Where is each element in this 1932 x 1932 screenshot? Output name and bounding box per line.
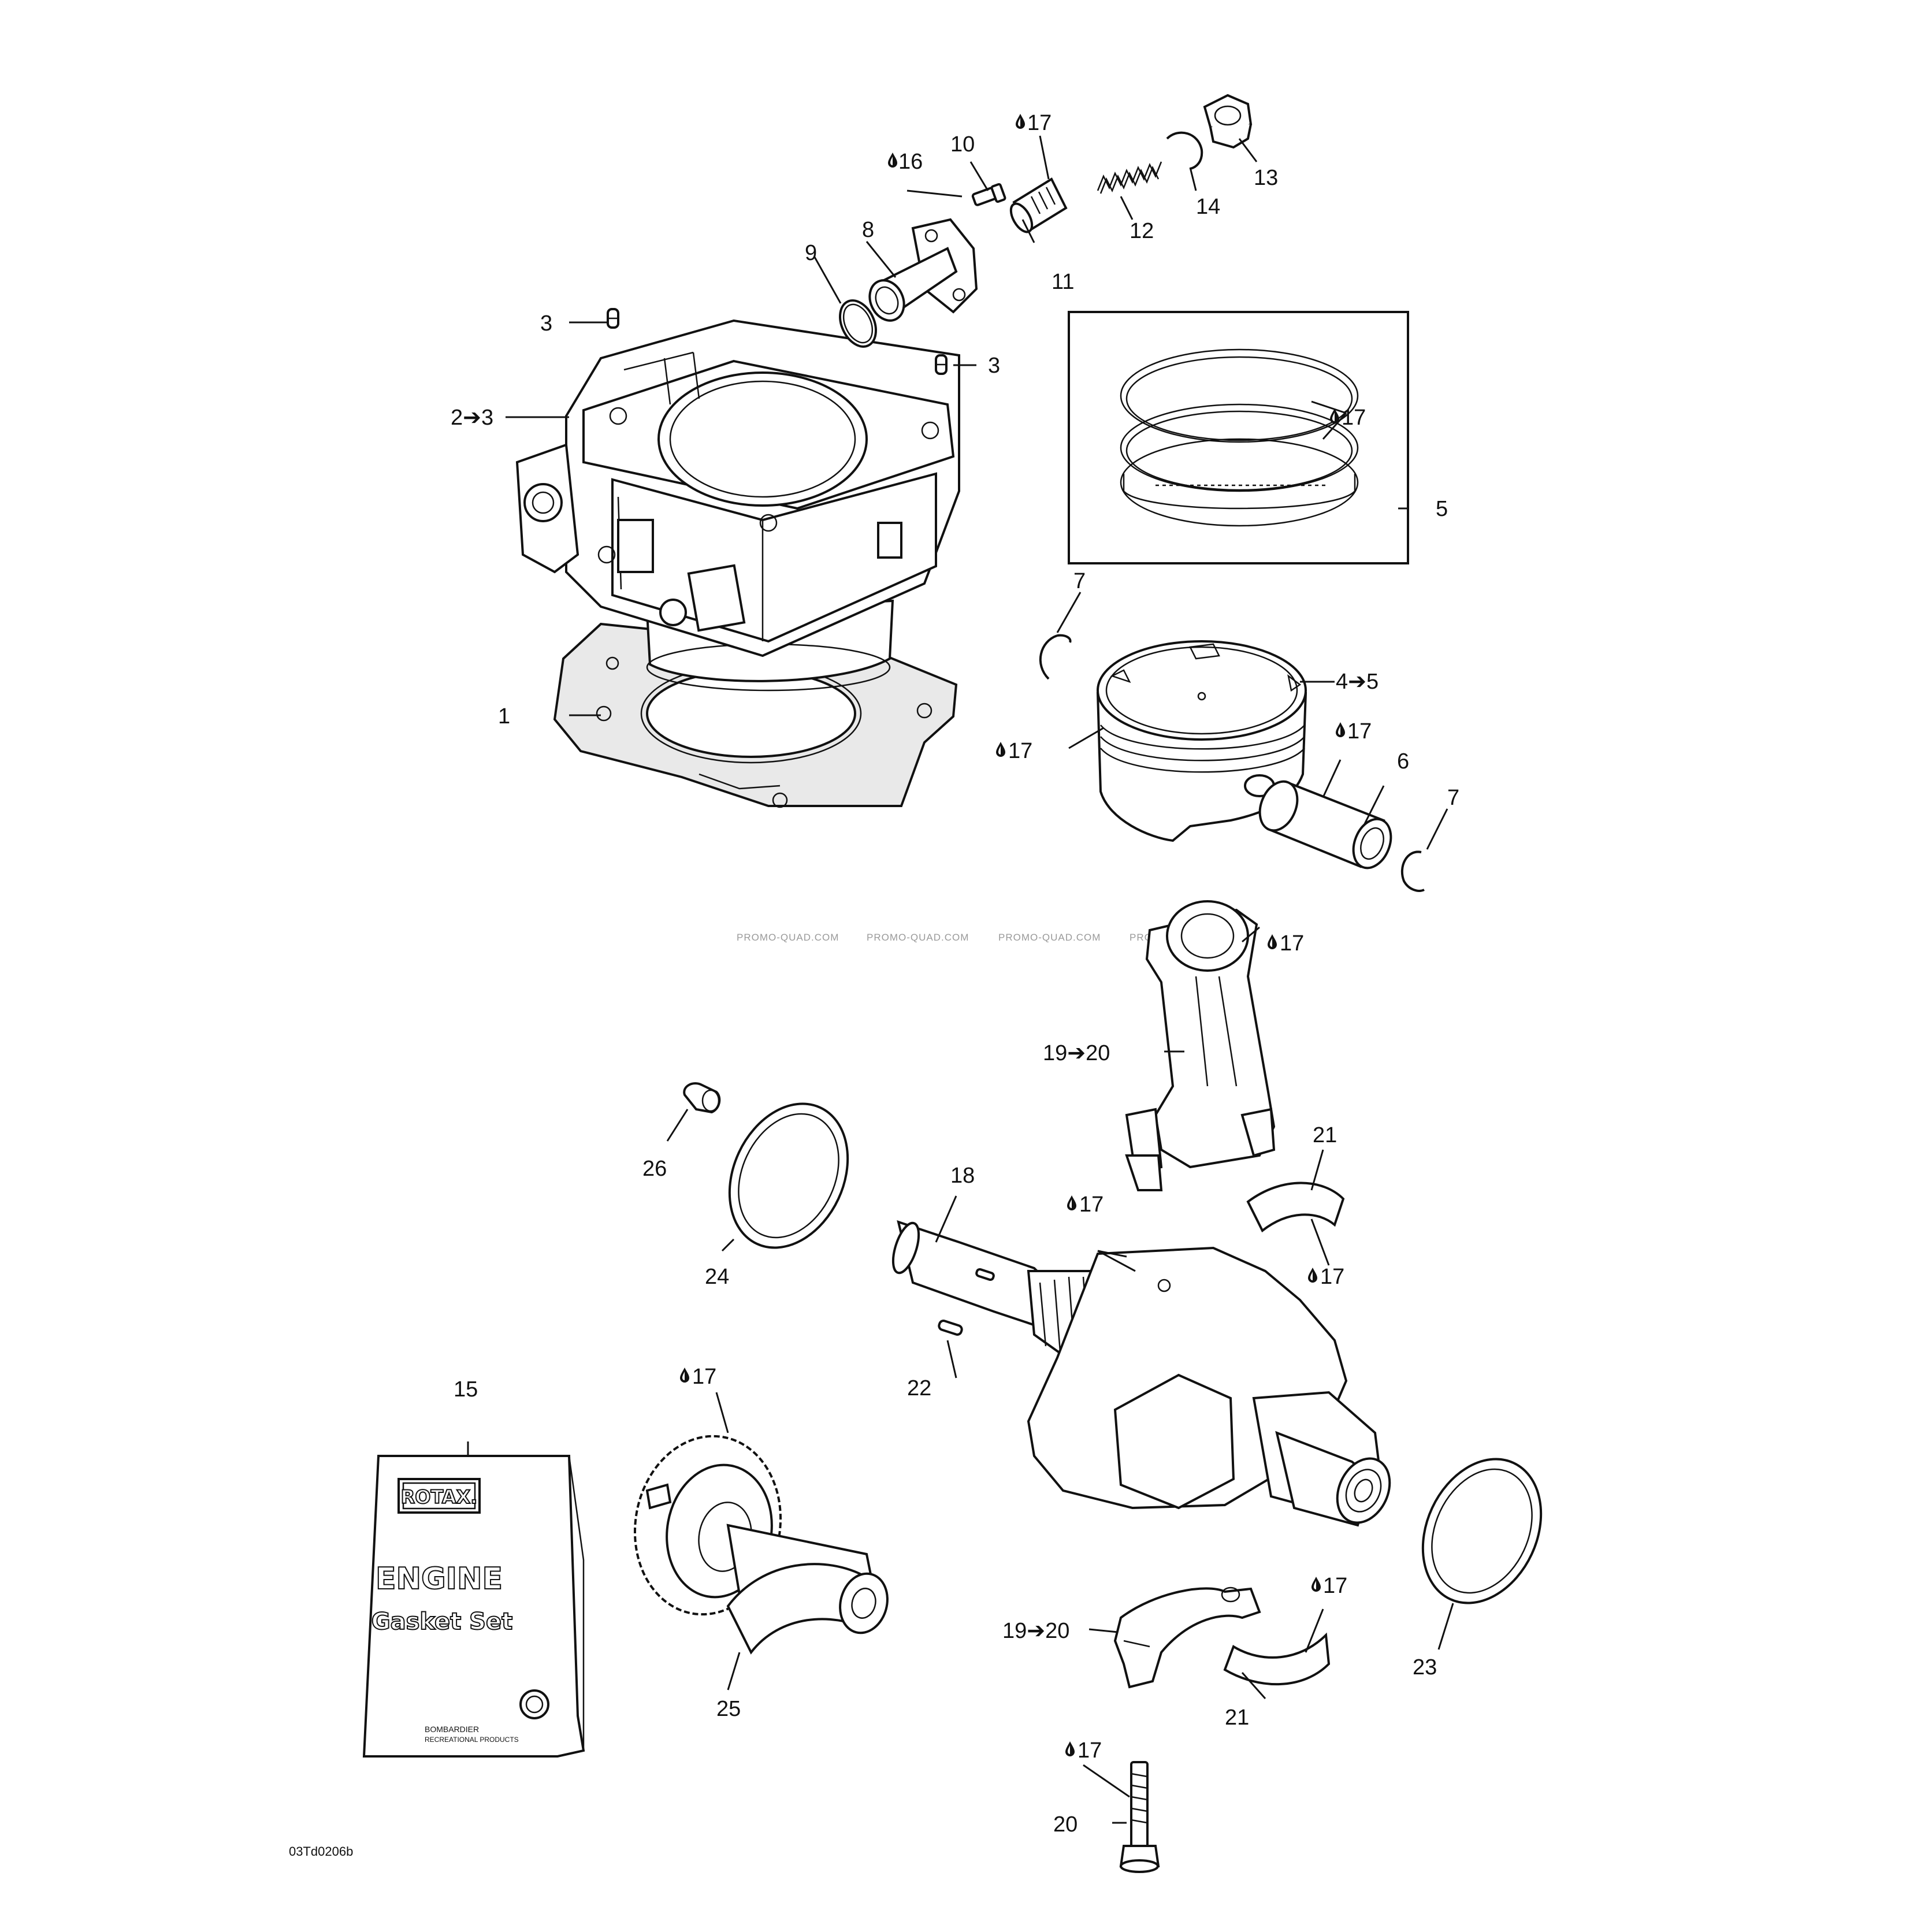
key-22 [938,1320,963,1336]
gasket-set-book: ROTAX. ENGINE Gasket Set BOMBARDIER RECR… [362,1455,585,1758]
callout-17: 17 [1342,406,1366,430]
callout-17: 17 [1280,931,1304,956]
callout-13: 13 [1254,166,1278,190]
oil-drop-icon [1308,1268,1317,1283]
callout-labels: 1 2➔3 3 3 4➔5 5 6 7 7 8 9 10 11 12 13 14… [451,111,1459,1837]
o-ring-9 [839,299,877,348]
watermark-text: PROMO-QUAD.COM [998,932,1101,943]
oil-drop-icon [1311,1577,1321,1592]
oil-drop-icon [680,1368,689,1383]
circlip-7 [1400,850,1425,892]
rod-bearing-lower-21 [1223,1632,1331,1686]
book-subtitle: Gasket Set [371,1608,512,1635]
oil-drop-icon [1016,114,1025,129]
callout-11: 11 [1052,270,1074,294]
callout-22: 22 [907,1376,931,1400]
plunger-11 [1009,177,1068,233]
circlip-7 [1039,634,1072,680]
piston [1096,640,1307,842]
oil-drop-icon [1067,1195,1076,1210]
screw-10 [971,183,1006,206]
seal-24 [728,1102,849,1249]
book-maker-line1: BOMBARDIER [425,1725,479,1734]
callout-19: 19➔20 [1043,1041,1110,1065]
oil-drop-icon [1268,934,1277,949]
book-brand: ROTAX. [401,1486,478,1508]
callout-3: 3 [540,311,552,336]
callout-26: 26 [642,1157,667,1181]
callout-3: 3 [988,354,1000,378]
callout-21: 21 [1313,1123,1337,1147]
callout-23: 23 [1413,1655,1437,1680]
crankshaft [891,1220,1391,1527]
callout-17: 17 [1323,1574,1347,1598]
callout-24: 24 [705,1265,729,1289]
watermark-text: PROMO-QUAD.COM [737,932,839,943]
diagram-code: 03Td0206b [289,1844,353,1859]
callout-17: 17 [1078,1738,1102,1763]
callout-7: 7 [1073,569,1086,593]
callout-17: 17 [692,1365,716,1389]
rod-cap [1113,1587,1261,1689]
callout-5: 5 [1436,497,1448,521]
plug-26 [683,1082,721,1114]
cylinder [515,319,960,692]
callout-9: 9 [805,241,817,265]
callout-10: 10 [950,132,975,157]
book-maker-line2: RECREATIONAL PRODUCTS [425,1736,519,1744]
callout-17: 17 [1008,739,1032,763]
callout-17: 17 [1320,1265,1344,1289]
callout-20: 20 [1053,1812,1078,1837]
callout-15: 15 [454,1377,478,1402]
callout-4: 4➔5 [1336,670,1379,694]
callout-18: 18 [950,1164,975,1188]
oil-drop-icon [1336,722,1345,737]
callout-17: 17 [1347,719,1372,744]
leader-lines [467,135,1454,1824]
callout-8: 8 [862,218,874,242]
dowel-pin [607,308,619,329]
book-title: ENGINE [376,1562,503,1596]
callout-25: 25 [716,1697,741,1721]
piston-rings-box [1068,311,1409,564]
plug-13 [1203,94,1253,149]
dowel-pin [935,354,948,375]
oil-drop-icon [888,153,897,168]
bolt-20 [1119,1761,1160,1873]
spring-12 [1097,161,1162,194]
callout-2: 2➔3 [451,406,493,430]
callout-21: 21 [1225,1706,1249,1730]
callout-16: 16 [898,150,923,174]
callout-12: 12 [1130,219,1154,243]
oil-drop-icon [996,742,1005,757]
piston-rings [1120,348,1359,527]
callout-7: 7 [1447,786,1459,810]
connecting-rod [1125,900,1276,1191]
watermark-text: PROMO-QUAD.COM [867,932,969,943]
rod-bearing-upper-21 [1246,1182,1345,1233]
callout-17: 17 [1079,1192,1104,1217]
callout-19: 19➔20 [1002,1619,1069,1643]
piston-pin-6 [1258,780,1392,870]
callout-14: 14 [1196,195,1220,219]
tensioner-housing-8 [868,218,978,322]
oil-drop-icon [1065,1741,1075,1756]
callout-17: 17 [1027,111,1052,135]
circlip-14 [1166,131,1203,170]
callout-1: 1 [498,704,510,729]
seal-23 [1421,1458,1543,1604]
callout-6: 6 [1397,749,1409,774]
balancer-shaft [633,1435,889,1655]
